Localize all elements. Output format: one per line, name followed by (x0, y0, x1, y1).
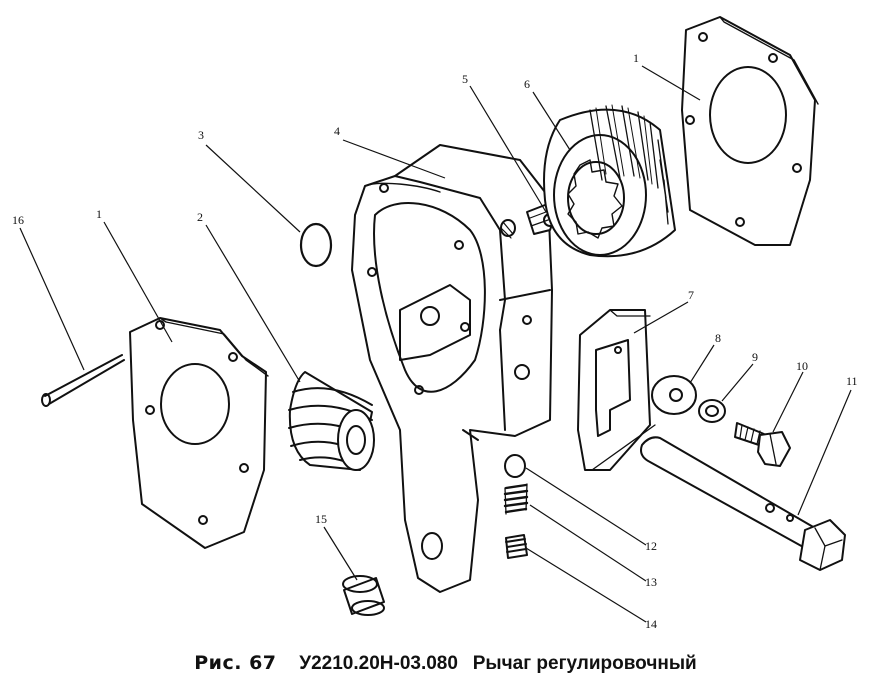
callout-6: 6 (524, 77, 530, 91)
part-code: У2210.20Н-03.080 (299, 653, 458, 674)
part-3-oring (299, 222, 333, 268)
part-11-shaft-bolt (640, 436, 846, 571)
part-2-worm (288, 371, 375, 471)
part-9-lock-washer (698, 399, 726, 423)
part-4-lever-body (351, 144, 553, 593)
part-6-worm-wheel (543, 104, 676, 258)
part-15-bushing (342, 575, 385, 616)
part-13-spring (503, 483, 529, 515)
part-14-plug (505, 534, 528, 559)
callout-15: 15 (315, 512, 327, 526)
figure-label: Рис. 67 (194, 652, 277, 674)
callout-1-right: 1 (633, 51, 639, 65)
part-10-bolt (734, 422, 791, 467)
part-7-locking-plate (577, 309, 656, 471)
part-1-right-gasket (681, 16, 819, 246)
callout-14: 14 (645, 617, 657, 631)
callout-12: 12 (645, 539, 657, 553)
callout-3: 3 (198, 128, 204, 142)
callout-8: 8 (715, 331, 721, 345)
part-8-washer (651, 375, 697, 415)
callout-9: 9 (752, 350, 758, 364)
callout-1-left: 1 (96, 207, 102, 221)
part-16-pin (41, 354, 125, 407)
callout-13: 13 (645, 575, 657, 589)
part-1-left-gasket (129, 317, 269, 549)
figure-title: Рычаг регулировочный (472, 653, 697, 674)
callout-16: 16 (12, 213, 24, 227)
callout-7: 7 (688, 288, 694, 302)
callout-10: 10 (796, 359, 808, 373)
callout-5: 5 (462, 72, 468, 86)
part-12-ball (504, 454, 526, 478)
callout-11: 11 (846, 374, 858, 388)
callout-4: 4 (334, 124, 340, 138)
callout-2: 2 (197, 210, 203, 224)
figure-caption: Рис. 67 У2210.20Н-03.080 Рычаг регулиров… (0, 652, 891, 675)
